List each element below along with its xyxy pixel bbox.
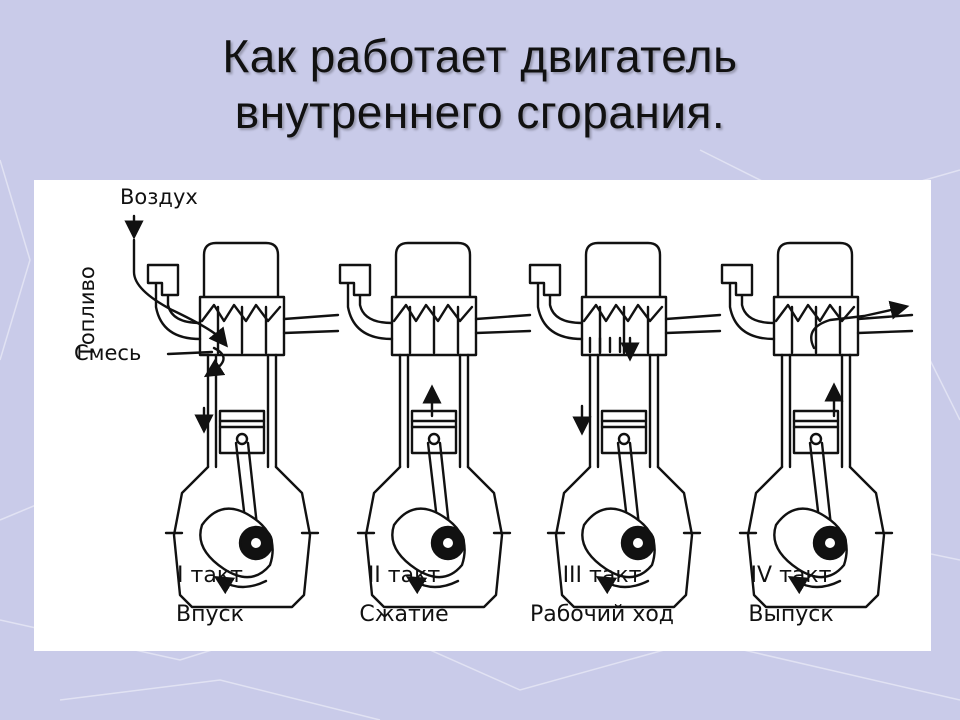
stroke-number-1: I такт <box>177 563 243 588</box>
stroke-caption-1: I такт Впуск <box>176 563 244 627</box>
title-line-2: внутреннего сгорания. <box>234 86 726 138</box>
engine-stroke-1 <box>124 214 338 607</box>
stroke-name-4: Выпуск <box>748 602 833 627</box>
engine-stroke-4 <box>722 243 912 607</box>
mixture-label: Смесь <box>74 341 141 365</box>
slide-title: Как работает двигатель внутреннего сгора… <box>0 28 960 140</box>
stroke-name-2: Сжатие <box>359 602 448 627</box>
stroke-name-3: Рабочий ход <box>530 602 674 627</box>
mixture-leader-line <box>166 350 214 356</box>
stroke-caption-2: II такт Сжатие <box>359 563 448 627</box>
stroke-number-3: III такт <box>563 563 642 588</box>
engine-stroke-2 <box>340 243 530 607</box>
stroke-caption-3: III такт Рабочий ход <box>530 563 674 627</box>
diagram-panel: Воздух Топливо Смесь I такт Впуск II так… <box>34 180 931 651</box>
fuel-label: Топливо <box>75 266 99 359</box>
stroke-name-1: Впуск <box>176 602 244 627</box>
title-line-1: Как работает двигатель <box>222 30 738 82</box>
engine-strokes-diagram: Воздух Топливо Смесь I такт Впуск II так… <box>74 185 931 627</box>
stroke-caption-4: IV такт Выпуск <box>748 563 833 627</box>
air-label: Воздух <box>120 185 198 209</box>
stroke-number-4: IV такт <box>751 563 832 588</box>
engine-stroke-3 <box>530 243 720 607</box>
stroke-number-2: II такт <box>368 563 441 588</box>
